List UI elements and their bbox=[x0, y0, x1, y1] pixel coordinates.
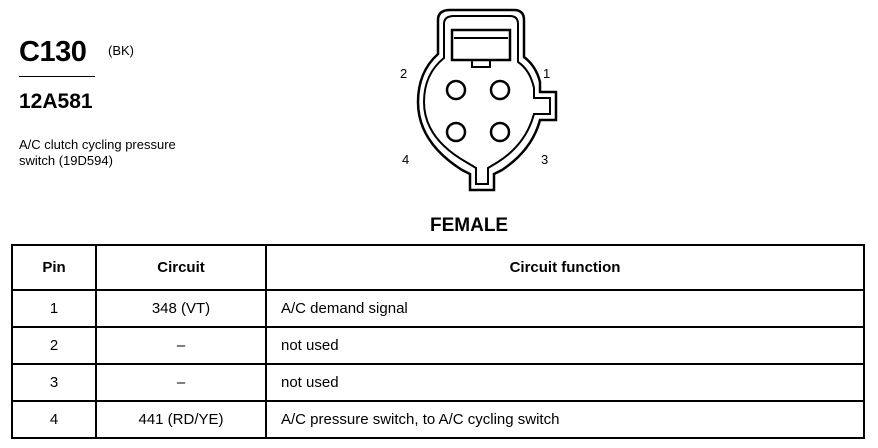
function-cell: A/C demand signal bbox=[265, 289, 865, 328]
table-row: 4 441 (RD/YE) A/C pressure switch, to A/… bbox=[11, 400, 865, 439]
table-row: 2 – not used bbox=[11, 326, 865, 365]
pin-cavity-3 bbox=[489, 121, 511, 143]
connector-diagram: 1 2 3 4 bbox=[390, 2, 570, 202]
circuit-cell: 348 (VT) bbox=[95, 289, 267, 328]
locking-tab bbox=[450, 28, 512, 62]
locking-tab-latch bbox=[471, 59, 491, 68]
pin-label-1: 1 bbox=[543, 66, 551, 81]
circuit-cell: – bbox=[95, 363, 267, 402]
function-cell: A/C pressure switch, to A/C cycling swit… bbox=[265, 400, 865, 439]
table-row: 3 – not used bbox=[11, 363, 865, 402]
pinout-table: Pin Circuit Circuit function 1 348 (VT) … bbox=[11, 244, 865, 439]
header-circuit-function: Circuit function bbox=[265, 244, 865, 291]
pin-cavity-2 bbox=[445, 79, 467, 101]
pin-cell: 2 bbox=[11, 326, 97, 365]
pin-cell: 1 bbox=[11, 289, 97, 328]
header-pin: Pin bbox=[11, 244, 97, 291]
pin-label-4: 4 bbox=[402, 152, 410, 167]
pin-cell: 3 bbox=[11, 363, 97, 402]
part-number: 12A581 bbox=[19, 90, 93, 113]
description-line-1: A/C clutch cycling pressure bbox=[19, 137, 176, 152]
connector-outer-shell bbox=[416, 8, 558, 192]
circuit-cell: 441 (RD/YE) bbox=[95, 400, 267, 439]
description-line-2: switch (19D594) bbox=[19, 153, 113, 168]
circuit-cell: – bbox=[95, 326, 267, 365]
connector-inner-shell bbox=[422, 15, 551, 185]
connector-id: C130 bbox=[19, 36, 87, 68]
connector-description: A/C clutch cycling pressure switch (19D5… bbox=[19, 137, 176, 169]
pin-label-3: 3 bbox=[541, 152, 549, 167]
function-cell: not used bbox=[265, 363, 865, 402]
pin-cavity-4 bbox=[445, 121, 467, 143]
connector-face-drawing bbox=[416, 8, 558, 192]
connector-color: (BK) bbox=[108, 43, 134, 58]
pin-label-2: 2 bbox=[400, 66, 408, 81]
table-header-row: Pin Circuit Circuit function bbox=[11, 244, 865, 291]
header-circuit: Circuit bbox=[95, 244, 267, 291]
title-divider bbox=[19, 76, 95, 77]
connector-gender: FEMALE bbox=[430, 215, 509, 236]
function-cell: not used bbox=[265, 326, 865, 365]
pin-cavity-1 bbox=[489, 79, 511, 101]
pin-cell: 4 bbox=[11, 400, 97, 439]
table-row: 1 348 (VT) A/C demand signal bbox=[11, 289, 865, 328]
